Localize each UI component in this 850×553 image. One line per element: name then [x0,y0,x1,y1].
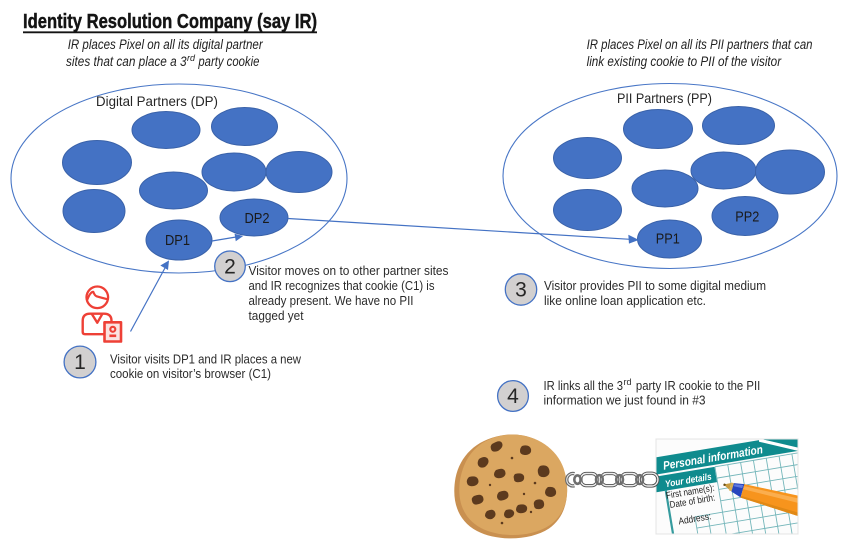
svg-text:like online loan application e: like online loan application etc. [544,293,706,308]
svg-text:IR links all the 3: IR links all the 3 [544,378,624,393]
svg-text:Visitor visits DP1 and IR plac: Visitor visits DP1 and IR places a new [110,352,302,367]
svg-text:party IR cookie to the PII: party IR cookie to the PII [636,378,760,393]
svg-text:link existing cookie to PII of: link existing cookie to PII of the visit… [587,54,782,69]
svg-text:Identity Resolution Company (s: Identity Resolution Company (say IR) [23,11,317,33]
svg-text:Visitor moves on to other part: Visitor moves on to other partner sites [249,263,449,278]
svg-text:information we just found in #: information we just found in #3 [544,393,706,408]
svg-text:cookie on visitor’s browser (C: cookie on visitor’s browser (C1) [110,366,271,381]
svg-text:already present. We have no PI: already present. We have no PII [249,293,414,308]
svg-text:2: 2 [224,256,236,279]
svg-text:PP1: PP1 [656,231,680,248]
svg-text:3: 3 [515,279,527,302]
svg-text:IR places Pixel on all its PII: IR places Pixel on all its PII partners … [587,37,813,52]
svg-text:Visitor provides PII to some d: Visitor provides PII to some digital med… [544,278,766,293]
svg-text:DP1: DP1 [165,232,190,249]
svg-text:rd: rd [187,53,196,63]
svg-text:sites that can place a 3: sites that can place a 3 [66,54,187,69]
svg-text:PP2: PP2 [735,209,759,226]
svg-text:4: 4 [507,385,519,408]
svg-text:Digital Partners (DP): Digital Partners (DP) [96,93,218,109]
svg-text:DP2: DP2 [245,210,270,227]
svg-text:PII Partners (PP): PII Partners (PP) [617,90,712,106]
svg-text:tagged yet: tagged yet [249,308,304,323]
svg-text:Address:: Address: [678,511,712,527]
svg-text:party cookie: party cookie [198,54,260,69]
svg-text:IR places Pixel on all its dig: IR places Pixel on all its digital partn… [68,37,263,52]
svg-text:rd: rd [624,377,632,387]
svg-text:1: 1 [74,351,86,374]
svg-text:and IR recognizes that cookie: and IR recognizes that cookie (C1) is [249,278,435,293]
